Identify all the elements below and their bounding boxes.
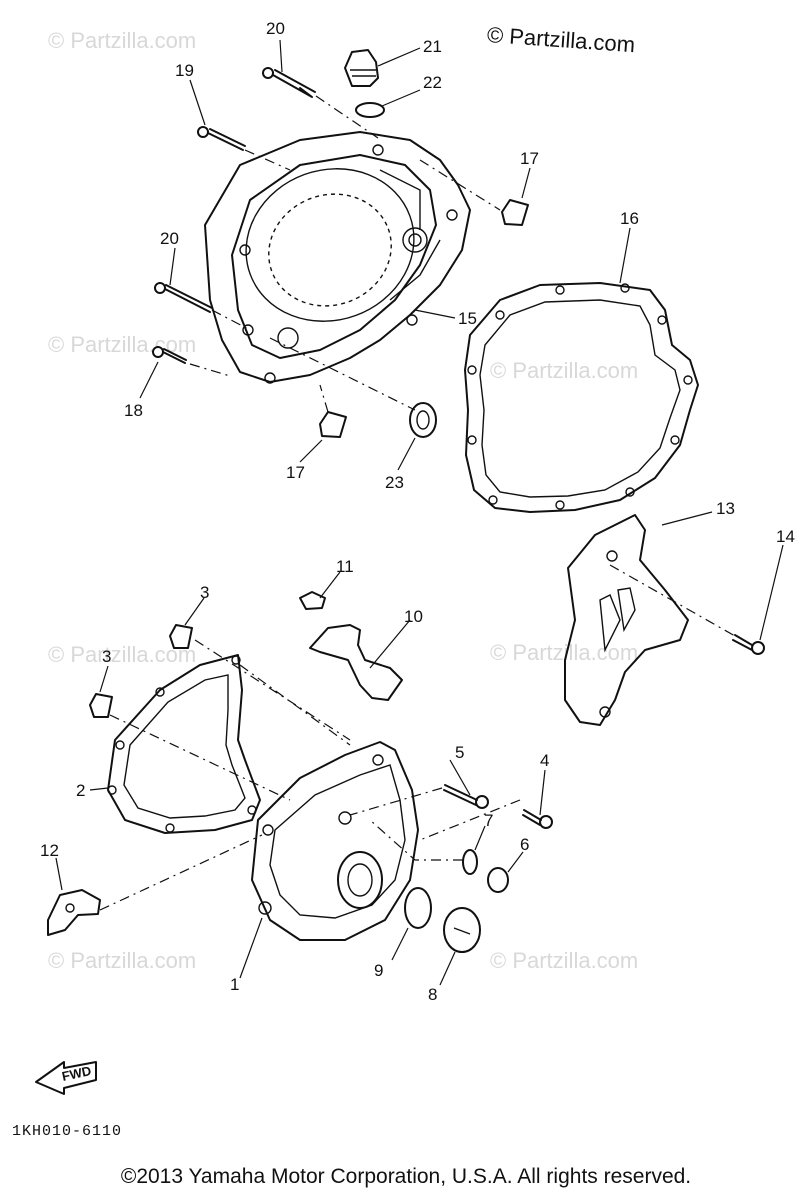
fwd-arrow-icon: FWD [35,1061,97,1095]
part-bolt-20-left [154,282,213,313]
callout-3a: 3 [200,583,209,602]
callout-9: 9 [374,961,383,980]
part-dowel-3-lower [89,693,113,718]
fwd-label: FWD [61,1063,93,1084]
callout-22: 22 [423,73,442,92]
callout-14: 14 [776,527,795,546]
callout-18: 18 [124,401,143,420]
watermark-3: © Partzilla.com [490,358,638,383]
callout-2: 2 [76,781,85,800]
part-clamp-12 [47,889,101,936]
callout-17a: 17 [520,149,539,168]
part-plug-8 [443,907,481,953]
part-oil-filler-cap-21 [344,49,379,87]
watermark-6: © Partzilla.com [48,948,196,973]
callout-20a: 20 [266,19,285,38]
watermark-7: © Partzilla.com [490,948,638,973]
part-bolt-14 [732,634,765,655]
callout-11: 11 [336,557,354,576]
part-dowel-17-top [501,199,529,226]
callout-10: 10 [404,607,423,626]
callout-1: 1 [230,975,239,994]
part-dowel-3-upper [169,624,193,649]
callout-6: 6 [520,835,529,854]
callout-numbers: 20 19 21 22 17 16 20 15 18 17 23 13 14 1… [40,19,795,1004]
part-bolt-5 [443,784,489,809]
part-generator-cover-1 [251,741,419,941]
part-gasket-16 [464,282,699,513]
part-o-ring-22 [355,102,385,118]
callout-23: 23 [385,473,404,492]
part-bolt-11 [299,591,326,610]
callout-5: 5 [455,743,464,762]
callout-7: 7 [484,811,493,830]
part-o-ring-9 [404,887,432,929]
callout-15: 15 [458,309,477,328]
part-plug-6 [487,867,509,893]
part-bolt-19 [197,126,246,151]
callout-21: 21 [423,37,442,56]
watermark-4: © Partzilla.com [48,642,196,667]
diagram-part-number: 1KH010-6110 [12,1123,123,1140]
copyright-notice: ©2013 Yamaha Motor Corporation, U.S.A. A… [120,1165,692,1188]
watermark-1: © Partzilla.com [48,28,196,53]
part-bolt-18 [152,346,187,364]
callout-20b: 20 [160,229,179,248]
part-sprocket-cover-13 [564,514,689,726]
watermarks: © Partzilla.com © Partzilla.com © Partzi… [48,28,638,973]
callout-17b: 17 [286,463,305,482]
part-gasket-2 [107,654,261,834]
part-bolt-4 [522,809,553,829]
part-dowel-17-bottom [319,411,347,438]
part-bolt-20-top [262,67,316,98]
part-o-ring-7 [462,849,478,875]
callout-3b: 3 [102,647,111,666]
callout-4: 4 [540,751,549,770]
part-seal-23 [409,402,437,438]
callout-13: 13 [716,499,735,518]
callout-16: 16 [620,209,639,228]
callout-19: 19 [175,61,194,80]
part-bracket-10 [309,624,403,701]
callout-8: 8 [428,985,437,1004]
part-crankcase-cover [204,131,471,384]
leader-lines [55,39,784,986]
callout-12: 12 [40,841,59,860]
